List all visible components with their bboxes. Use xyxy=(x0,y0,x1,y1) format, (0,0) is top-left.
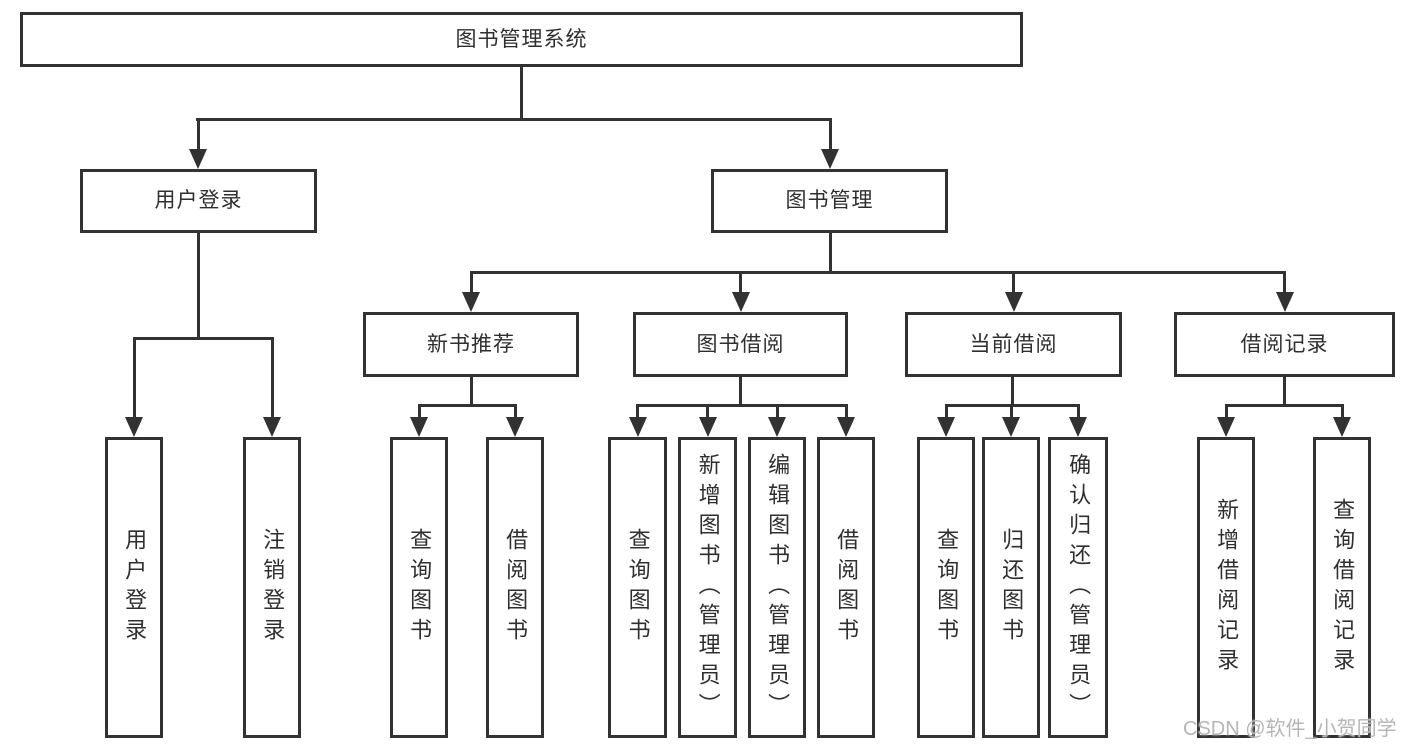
node-label: 借阅记录 xyxy=(1240,332,1329,356)
leaf-label: 用户登录 xyxy=(122,527,148,648)
connector-stem xyxy=(1340,404,1344,421)
node-borrowing-records: 借阅记录 xyxy=(1174,312,1395,377)
connector-stem xyxy=(469,271,473,295)
connector-bar xyxy=(1224,404,1344,407)
connector-stem xyxy=(739,377,742,407)
arrowhead-down xyxy=(1069,417,1087,437)
connector-stem xyxy=(1283,377,1286,407)
node-label: 用户登录 xyxy=(154,189,243,213)
leaf-edit-books-admin: 编辑图书（管理员） xyxy=(748,437,806,738)
arrowhead-down xyxy=(1002,417,1020,437)
leaf-add-borrow-record: 新增借阅记录 xyxy=(1197,437,1255,738)
leaf-query-books-recommend: 查询图书 xyxy=(390,437,448,738)
connector-stem xyxy=(1076,404,1080,421)
leaf-label: 归还图书 xyxy=(999,527,1025,648)
node-label: 图书管理 xyxy=(785,189,874,213)
leaf-label: 借阅图书 xyxy=(503,527,529,648)
node-label: 图书管理系统 xyxy=(455,27,588,51)
connector-bar xyxy=(636,404,847,407)
connector-stem xyxy=(706,404,709,421)
connector-stem xyxy=(636,404,639,421)
leaf-confirm-return-admin: 确认归还（管理员） xyxy=(1048,437,1108,738)
arrowhead-down xyxy=(462,292,480,312)
arrowhead-down xyxy=(1217,417,1235,437)
node-current-borrowing: 当前借阅 xyxy=(905,312,1122,377)
connector-stem xyxy=(196,118,200,152)
connector-stem xyxy=(828,233,832,274)
leaf-borrow-books-recommend: 借阅图书 xyxy=(486,437,544,738)
leaf-query-books-borrowing: 查询图书 xyxy=(608,437,667,738)
leaf-label: 编辑图书（管理员） xyxy=(765,452,791,723)
connector-stem xyxy=(828,118,832,152)
connector-stem xyxy=(944,404,948,421)
arrowhead-down xyxy=(263,417,281,437)
node-user-login: 用户登录 xyxy=(80,169,317,233)
leaf-label: 查询图书 xyxy=(934,527,960,648)
node-book-borrowing: 图书借阅 xyxy=(633,312,848,377)
leaf-label: 新增图书（管理员） xyxy=(695,452,721,723)
arrowhead-down xyxy=(698,417,717,437)
arrowhead-down xyxy=(410,417,428,437)
connector-stem xyxy=(270,337,274,421)
connector-root-stem xyxy=(520,67,523,120)
connector-stem xyxy=(469,377,473,407)
leaf-borrow-books-borrowing: 借阅图书 xyxy=(817,437,875,738)
arrowhead-down xyxy=(1004,292,1023,312)
leaf-label: 查询图书 xyxy=(407,527,433,648)
leaf-label: 注销登录 xyxy=(260,527,286,648)
connector-stem xyxy=(1283,271,1286,295)
arrowhead-down xyxy=(768,417,786,437)
watermark-csdn: CSDN @软件_小贺同学 xyxy=(1183,718,1397,740)
connector-stem xyxy=(775,404,779,421)
connector-stem xyxy=(844,404,848,421)
node-library-management-system: 图书管理系统 xyxy=(20,12,1023,67)
connector-stem xyxy=(417,404,421,421)
arrowhead-down xyxy=(125,417,143,437)
connector-stem xyxy=(1012,271,1015,295)
arrowhead-down xyxy=(628,417,647,437)
connector-stem xyxy=(739,271,742,295)
node-label: 当前借阅 xyxy=(969,332,1058,356)
arrowhead-down xyxy=(189,149,207,169)
leaf-add-books-admin: 新增图书（管理员） xyxy=(678,437,737,738)
arrowhead-down xyxy=(1333,417,1351,437)
arrowhead-down xyxy=(837,417,855,437)
leaf-label: 确认归还（管理员） xyxy=(1066,452,1092,723)
arrowhead-down xyxy=(506,417,524,437)
connector-bar xyxy=(417,404,517,407)
connector-stem xyxy=(1224,404,1228,421)
connector-stem xyxy=(513,404,517,421)
leaf-return-books: 归还图书 xyxy=(982,437,1040,738)
connector-stem xyxy=(1011,377,1014,407)
leaf-label: 借阅图书 xyxy=(834,527,860,648)
connector-stem xyxy=(196,233,200,340)
connector-bar xyxy=(132,337,274,340)
connector-bar xyxy=(469,271,1284,274)
leaf-logout-login: 注销登录 xyxy=(243,437,301,738)
leaf-user-login: 用户登录 xyxy=(105,437,163,738)
arrowhead-down xyxy=(937,417,955,437)
node-book-management: 图书管理 xyxy=(711,169,948,233)
node-label: 图书借阅 xyxy=(696,332,785,356)
arrowhead-down xyxy=(821,149,839,169)
node-new-book-recommendation: 新书推荐 xyxy=(363,312,579,377)
leaf-query-borrow-record: 查询借阅记录 xyxy=(1313,437,1371,738)
node-label: 新书推荐 xyxy=(427,332,515,356)
arrowhead-down xyxy=(1275,292,1294,312)
leaf-label: 查询借阅记录 xyxy=(1330,497,1356,678)
connector-stem xyxy=(1009,404,1013,421)
connector-root-bar xyxy=(196,118,832,121)
arrowhead-down xyxy=(731,292,750,312)
connector-stem xyxy=(132,337,136,421)
leaf-label: 新增借阅记录 xyxy=(1214,497,1240,678)
leaf-label: 查询图书 xyxy=(625,527,651,648)
leaf-query-books-current: 查询图书 xyxy=(917,437,975,738)
